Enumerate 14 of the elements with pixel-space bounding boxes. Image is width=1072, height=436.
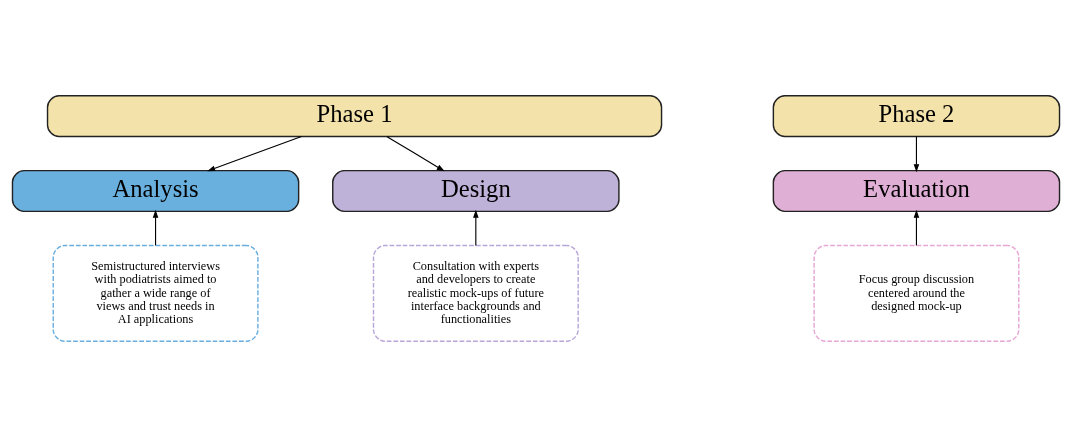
arrow (473, 209, 479, 246)
arrow (207, 135, 303, 171)
node-box: Consultation with experts and developers to create realistic mock-ups of future interface backgrounds and functionalities (372, 244, 579, 342)
arrow (386, 135, 445, 171)
node-box: Phase 1 (46, 94, 663, 137)
node-box: Focus group discussion centered around the designed mock-up (813, 244, 1020, 342)
node-box: Phase 2 (772, 94, 1061, 137)
arrow (913, 135, 920, 172)
node-box: Evaluation (772, 169, 1061, 212)
node-box: Semistructured interviews with podiatrists aimed to gather a wide range of views and trust needs in AI applications (52, 244, 259, 342)
node-box: Design (332, 169, 620, 212)
arrow (152, 209, 159, 246)
node-box: Analysis (11, 169, 300, 212)
arrow (913, 209, 920, 246)
